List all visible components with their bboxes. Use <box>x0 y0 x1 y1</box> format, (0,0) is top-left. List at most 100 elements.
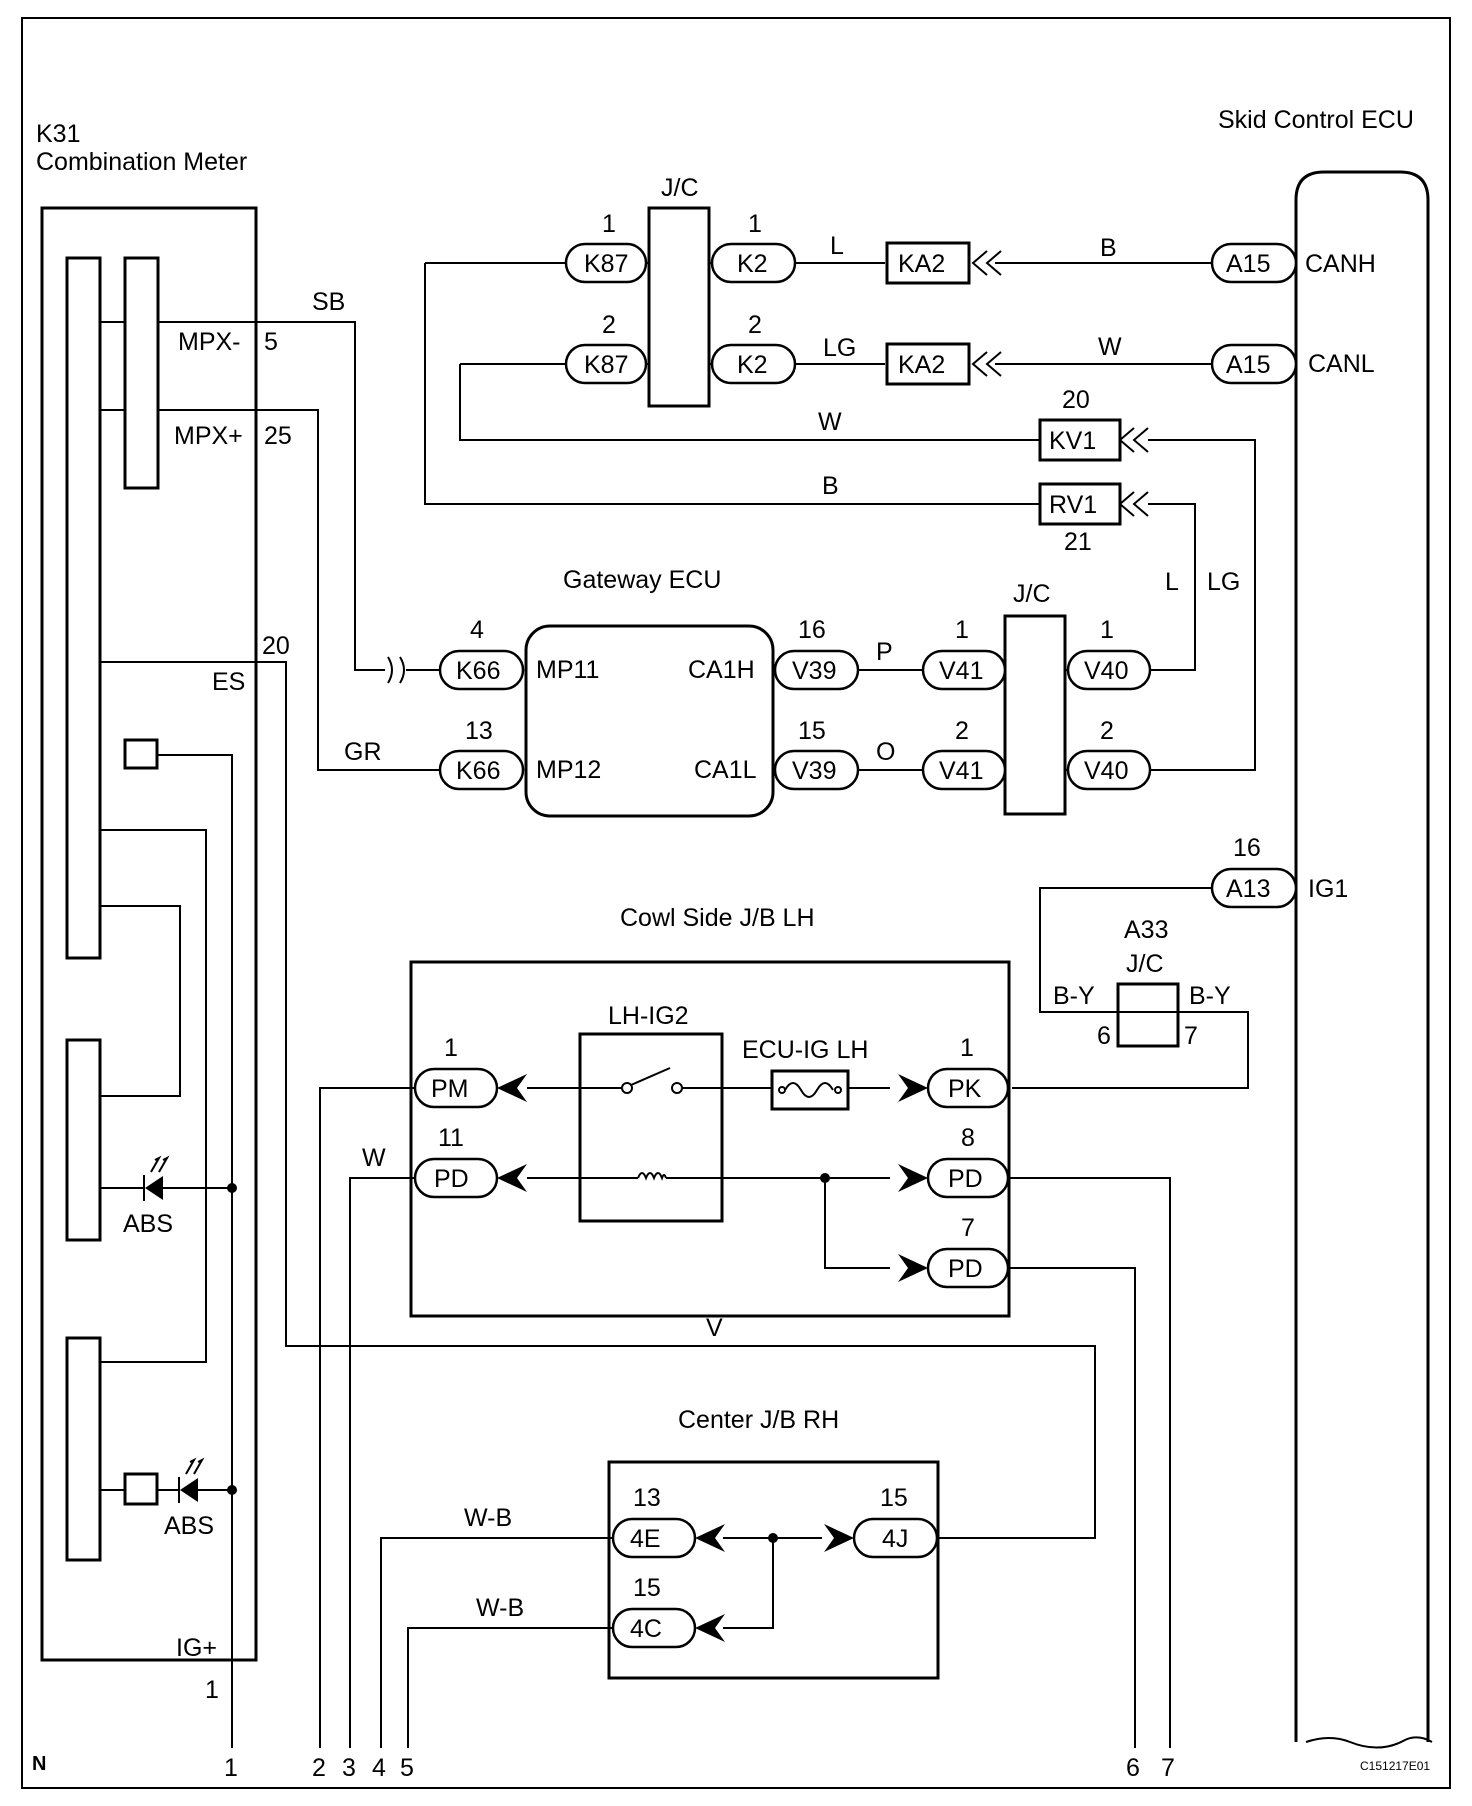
meter-square-upper <box>123 738 159 770</box>
pd7-arrow-icon <box>898 1254 928 1282</box>
a15-canl-code: A15 <box>1226 351 1270 379</box>
4j-pin: 15 <box>880 1484 908 1512</box>
corner-mark: N <box>32 1753 46 1775</box>
v40-1-code: V40 <box>1084 657 1128 685</box>
a15-canh-code: A15 <box>1226 250 1270 278</box>
pk-code: PK <box>948 1075 982 1103</box>
pd-11-pin: 11 <box>438 1124 464 1152</box>
fuse-label: ECU-IG LH <box>742 1036 868 1064</box>
fuse-icon <box>770 1069 850 1111</box>
v40-1-connector <box>1066 649 1152 691</box>
pd8-arrow-icon <box>898 1164 928 1192</box>
k2-2-connector <box>710 343 797 385</box>
mpx-wiring <box>231 321 1096 1748</box>
abs-label-upper: ABS <box>123 1210 173 1238</box>
k87-1-connector <box>564 242 648 284</box>
junction-dot <box>820 1173 830 1183</box>
pd-7-pin: 7 <box>961 1214 975 1242</box>
ka2-canl-code: KA2 <box>898 351 945 379</box>
v39-16-pin: 16 <box>798 616 826 644</box>
v41-2-code: V41 <box>939 757 983 785</box>
gw-pin-mp12: MP12 <box>536 756 601 784</box>
pm-connector <box>413 1067 499 1109</box>
ka2-canh-arrow-icon <box>971 250 1002 276</box>
v40-2-connector <box>1066 749 1152 791</box>
jc-mid-label: J/C <box>1013 580 1051 608</box>
gateway-ecu-title: Gateway ECU <box>563 566 721 594</box>
bottom-terminals: 1 2 3 4 5 6 7 <box>224 1754 1175 1782</box>
k66-4-connector <box>438 649 525 691</box>
pm-code: PM <box>431 1075 469 1103</box>
pd11-arrow-icon <box>497 1164 527 1192</box>
wire-color-wb-lower: W-B <box>476 1594 524 1622</box>
c4-arrow-icon <box>695 1614 725 1642</box>
v39-15-code: V39 <box>792 757 836 785</box>
gw-pin-mp11: MP11 <box>536 656 599 684</box>
rv1-arrow-icon <box>1118 491 1149 517</box>
outer-frame <box>21 17 1451 1789</box>
k87-2-connector <box>564 343 648 385</box>
junction-dot <box>227 1183 237 1193</box>
pin-igp: IG+ <box>176 1634 217 1662</box>
wire-color-mpx-minus: SB <box>312 288 345 316</box>
a15-canh-connector <box>1210 242 1298 284</box>
terminal-2: 2 <box>312 1754 326 1782</box>
pin-canh: CANH <box>1305 250 1376 278</box>
gw-pin-ca1l: CA1L <box>694 756 757 784</box>
k2-1-pin: 1 <box>748 210 762 238</box>
ka2-canh-box <box>885 241 971 285</box>
jc-top-label: J/C <box>661 174 699 202</box>
terminal-5: 5 <box>400 1754 414 1782</box>
pin-mpx-plus: MPX+ <box>174 422 243 450</box>
v41-1-pin: 1 <box>955 616 969 644</box>
pd-8-code: PD <box>948 1165 983 1193</box>
k66-4-pin: 4 <box>470 616 484 644</box>
k66-13-code: K66 <box>456 757 500 785</box>
v39-15-connector <box>773 749 860 791</box>
terminal-3: 3 <box>342 1754 356 1782</box>
a15-canl-connector <box>1210 343 1298 385</box>
pin-mpx-minus: MPX- <box>178 328 241 356</box>
pin-canl: CANL <box>1308 350 1375 378</box>
e4-arrow-icon <box>695 1524 725 1552</box>
kv1-arrow-icon <box>1118 427 1149 453</box>
kv1-code: KV1 <box>1049 427 1096 455</box>
k87-2-code: K87 <box>584 351 628 379</box>
kv1-pin: 20 <box>1062 386 1090 414</box>
4c-pin: 15 <box>633 1574 661 1602</box>
pin-mpx-plus-no: 25 <box>264 422 292 450</box>
v41-2-connector <box>921 749 1007 791</box>
relay-coil-icon <box>637 1172 667 1181</box>
pin-mpx-minus-no: 5 <box>264 328 278 356</box>
4c-connector <box>611 1607 697 1649</box>
junction-dot <box>768 1533 778 1543</box>
abs-led-upper-icon <box>143 1155 170 1201</box>
a13-connector <box>1210 867 1298 909</box>
jc-top <box>647 206 711 408</box>
terminal-7: 7 <box>1161 1754 1175 1782</box>
pin-igp-no: 1 <box>205 1676 219 1704</box>
wire-color-pd: W <box>362 1144 386 1172</box>
pin-es: ES <box>212 668 245 696</box>
wire-color-canh-left: L <box>830 232 844 260</box>
can-wiring <box>424 262 1256 771</box>
skid-control-ecu: Skid Control ECU CANH CANL IG1 <box>1218 106 1433 1749</box>
4j-code: 4J <box>882 1525 908 1553</box>
skid-ecu-title: Skid Control ECU <box>1218 106 1414 134</box>
wire-color-v40-1: L <box>1165 568 1179 596</box>
v41-1-connector <box>921 649 1007 691</box>
k2-1-code: K2 <box>737 250 768 278</box>
rv1-pin: 21 <box>1064 528 1092 556</box>
k2-2-code: K2 <box>737 351 768 379</box>
wire-color-rv1: B <box>822 472 839 500</box>
k2-1-connector <box>710 242 797 284</box>
relay-box <box>578 1032 724 1223</box>
junction-dot <box>227 1485 237 1495</box>
ka2-canl-box <box>885 342 971 386</box>
pd-7-connector <box>926 1247 1010 1289</box>
pd-8-pin: 8 <box>961 1124 975 1152</box>
rv1-box <box>1038 482 1122 526</box>
terminal-6: 6 <box>1126 1754 1140 1782</box>
pk-pin: 1 <box>960 1034 974 1062</box>
a33-name: J/C <box>1126 950 1164 978</box>
